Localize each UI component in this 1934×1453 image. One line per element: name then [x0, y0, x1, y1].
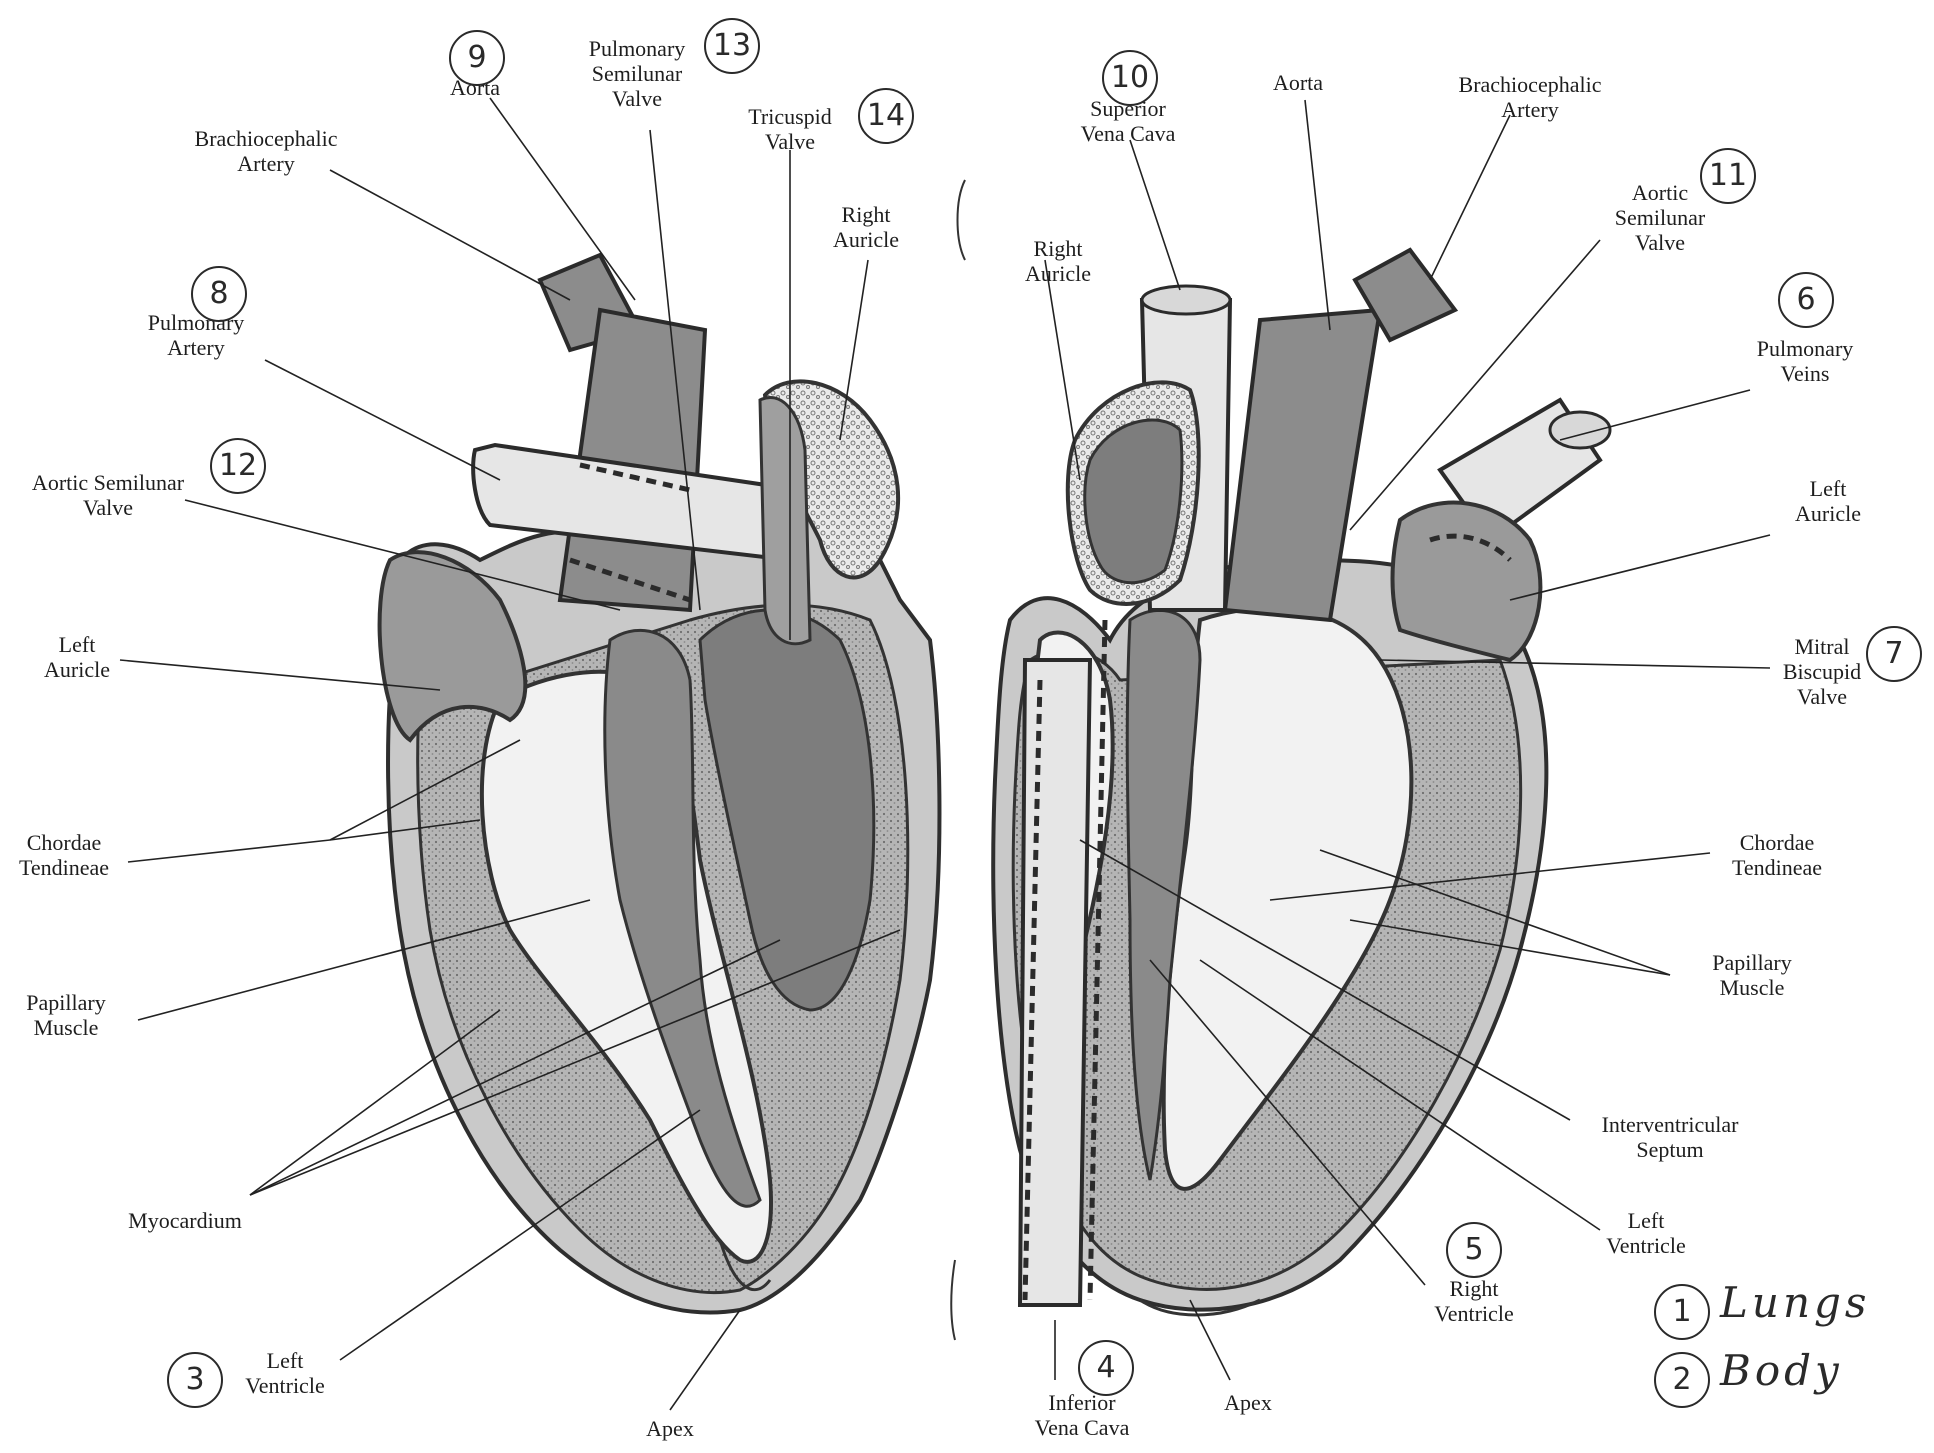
center-bracket-top: [958, 180, 966, 260]
tricuspid-chamber: [760, 397, 810, 643]
circled-number-4: 4: [1078, 1340, 1134, 1396]
legend-circled-2: 2: [1654, 1352, 1710, 1408]
right-auricle-interior: [1085, 420, 1182, 583]
left-heart-section: [380, 255, 940, 1313]
svc-opening: [1142, 286, 1230, 314]
circled-number-12: 12: [210, 438, 266, 494]
circled-number-3: 3: [167, 1352, 223, 1408]
legend-body-text: Body: [1720, 1346, 1843, 1395]
circled-number-6: 6: [1778, 272, 1834, 328]
circled-number-13: 13: [704, 18, 760, 74]
left-auricle-right-view: [1393, 503, 1541, 660]
circled-number-10: 10: [1102, 50, 1158, 106]
label-myocardium: Myocardium: [128, 1208, 242, 1233]
circled-number-5: 5: [1446, 1222, 1502, 1278]
label-aorta-right: Aorta: [1273, 70, 1323, 95]
center-bracket-bottom: [951, 1260, 955, 1340]
circled-number-14: 14: [858, 88, 914, 144]
label-apex-right: Apex: [1224, 1390, 1272, 1415]
circled-number-7: 7: [1866, 626, 1922, 682]
circled-number-8: 8: [191, 266, 247, 322]
legend-circled-1: 1: [1654, 1284, 1710, 1340]
circled-number-11: 11: [1700, 148, 1756, 204]
circled-number-9: 9: [449, 30, 505, 86]
legend-lungs-text: Lungs: [1720, 1278, 1870, 1327]
label-apex-left: Apex: [646, 1416, 694, 1441]
right-heart-section: [993, 250, 1610, 1315]
inferior-vena-cava-vessel: [1020, 660, 1090, 1305]
